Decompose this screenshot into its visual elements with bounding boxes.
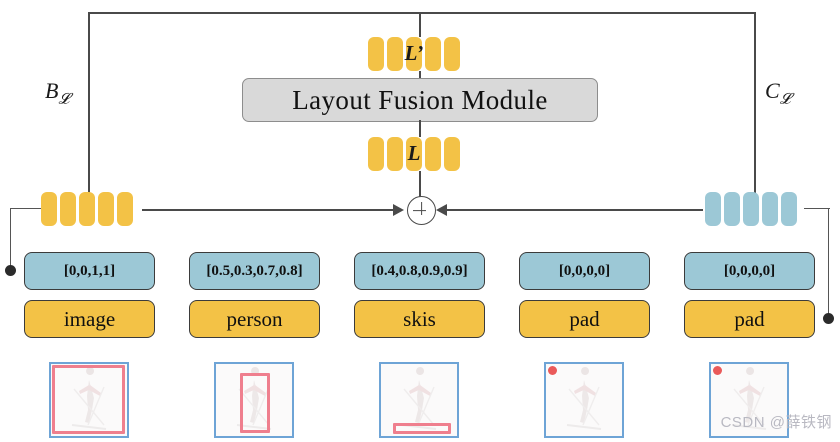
token-chip (781, 192, 797, 226)
category-cell: pad (684, 300, 815, 338)
right-hook-top-wire (804, 208, 830, 209)
token-chip (117, 192, 133, 226)
right-strip-to-sum-wire (446, 209, 703, 211)
left-hook-down-wire (10, 208, 11, 270)
token-strip-right-features (705, 192, 797, 226)
token-strip-l-prime: L’ (368, 37, 460, 71)
thumbnail-image (379, 362, 459, 438)
token-chip (425, 137, 441, 171)
coords-cell: [0,0,0,0] (519, 252, 650, 290)
right-hook-down-wire (828, 208, 829, 318)
thumbnail-image (709, 362, 789, 438)
token-chip (98, 192, 114, 226)
fusion-to-l-wire (419, 120, 421, 137)
degenerate-box-dot (713, 366, 722, 375)
token-chip (444, 137, 460, 171)
left-strip-to-sum-wire (142, 209, 396, 211)
token-chip (387, 137, 403, 171)
right-to-sum-arrowhead (436, 204, 447, 216)
thumbnail-image (49, 362, 129, 438)
token-chip (79, 192, 95, 226)
right-branch-letter: C (765, 78, 780, 103)
left-branch-subscript: 𝓛 (58, 91, 70, 108)
sequence-column: [0,0,0,0] pad (684, 252, 815, 338)
left-branch-letter: B (45, 78, 59, 103)
left-to-sum-arrowhead (393, 204, 404, 216)
bounding-box-full (52, 365, 125, 434)
token-chip (444, 37, 460, 71)
category-cell: person (189, 300, 320, 338)
token-strip-left-features (41, 192, 133, 226)
skier-figure-icon (566, 367, 602, 430)
coords-cell: [0,0,1,1] (24, 252, 155, 290)
sequence-column: [0,0,0,0] pad (519, 252, 650, 338)
sequence-column: [0,0,1,1] image (24, 252, 155, 338)
token-chip (368, 137, 384, 171)
token-chip (425, 37, 441, 71)
skier-figure-icon (731, 367, 767, 430)
left-feedback-down-wire (88, 12, 90, 206)
category-cell: skis (354, 300, 485, 338)
coords-cell: [0.4,0.8,0.9,0.9] (354, 252, 485, 290)
token-chip (406, 137, 422, 171)
token-chip (368, 37, 384, 71)
token-chip (705, 192, 721, 226)
layout-fusion-module[interactable]: Layout Fusion Module (242, 78, 598, 122)
token-chip (724, 192, 740, 226)
coords-cell: [0,0,0,0] (684, 252, 815, 290)
watermark: CSDN @薛铁钢 (720, 414, 832, 431)
bounding-box-person (240, 373, 270, 433)
token-chip (743, 192, 759, 226)
top-feedback-wire (88, 12, 756, 14)
right-branch-subscript: 𝓛 (779, 91, 791, 108)
token-strip-l: L (368, 137, 460, 171)
right-feedback-down-wire (754, 12, 756, 206)
left-branch-label: B𝓛 (45, 78, 69, 108)
token-chip (762, 192, 778, 226)
category-cell: image (24, 300, 155, 338)
right-branch-label: C𝓛 (765, 78, 791, 108)
left-hook-top-wire (10, 208, 41, 209)
l-prime-to-fusion-wire (419, 71, 421, 80)
top-token-stub-wire (419, 12, 421, 37)
bounding-box-skis (393, 423, 451, 434)
thumbnail-image (214, 362, 294, 438)
token-chip (387, 37, 403, 71)
token-chip (60, 192, 76, 226)
sequence-column: [0.5,0.3,0.7,0.8] person (189, 252, 320, 338)
skier-figure-icon (71, 367, 107, 430)
token-chip (41, 192, 57, 226)
left-hook-terminal-dot (5, 265, 16, 276)
degenerate-box-dot (548, 366, 557, 375)
coords-cell: [0.5,0.3,0.7,0.8] (189, 252, 320, 290)
category-cell: pad (519, 300, 650, 338)
thumbnail-image (544, 362, 624, 438)
l-to-sum-wire (419, 171, 421, 197)
token-chip (406, 37, 422, 71)
sum-node (407, 196, 436, 225)
right-hook-terminal-dot (823, 313, 834, 324)
sequence-column: [0.4,0.8,0.9,0.9] skis (354, 252, 485, 338)
